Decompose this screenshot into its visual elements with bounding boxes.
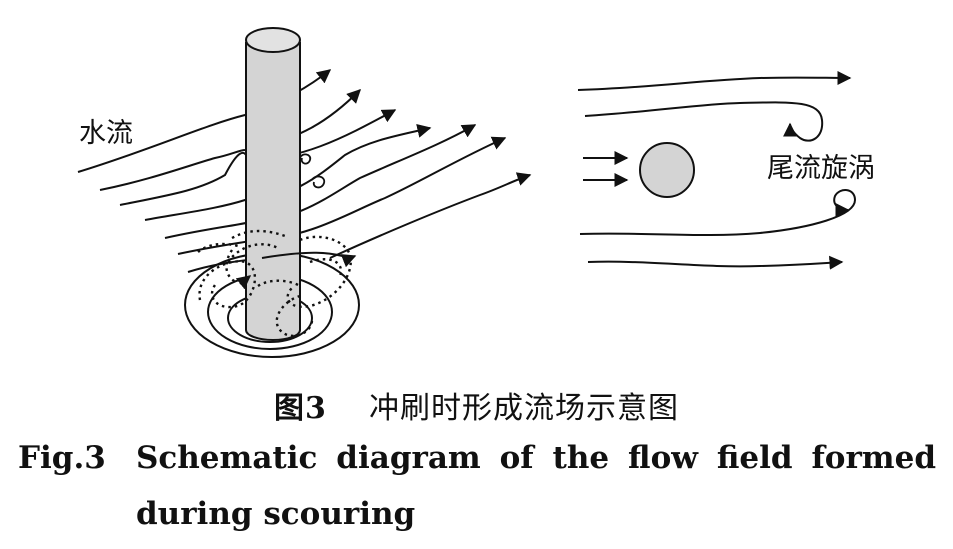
caption-en-fig-label: Fig.3 xyxy=(18,440,106,476)
caption-en-title-line1: Schematic diagram of the flow field form… xyxy=(136,440,936,476)
caption-cn-title: 冲刷时形成流场示意图 xyxy=(369,391,680,426)
bridge-pier xyxy=(245,27,301,341)
caption-english-line1: Fig.3 Schematic diagram of the flow field… xyxy=(18,440,938,476)
wake-vortex-label: 尾流旋涡 xyxy=(767,153,875,184)
pier-side-eddies xyxy=(299,153,326,189)
wake-streamlines xyxy=(577,70,857,270)
wake-plan-diagram xyxy=(577,70,857,270)
water-flow-label: 水流 xyxy=(79,118,133,149)
horseshoe-vortex xyxy=(197,229,352,337)
incoming-flow-arrows xyxy=(583,151,629,187)
caption-english-line2: during scouring xyxy=(136,496,416,532)
pier-cross-section xyxy=(639,142,695,198)
pier-flow-diagram xyxy=(77,27,532,358)
caption-chinese: 图3 冲刷时形成流场示意图 xyxy=(0,383,953,427)
streamlines-upper xyxy=(77,69,532,273)
caption-cn-fig-label: 图3 xyxy=(273,391,327,426)
flow-field-diagram: 水流 尾流旋涡 xyxy=(77,27,875,358)
